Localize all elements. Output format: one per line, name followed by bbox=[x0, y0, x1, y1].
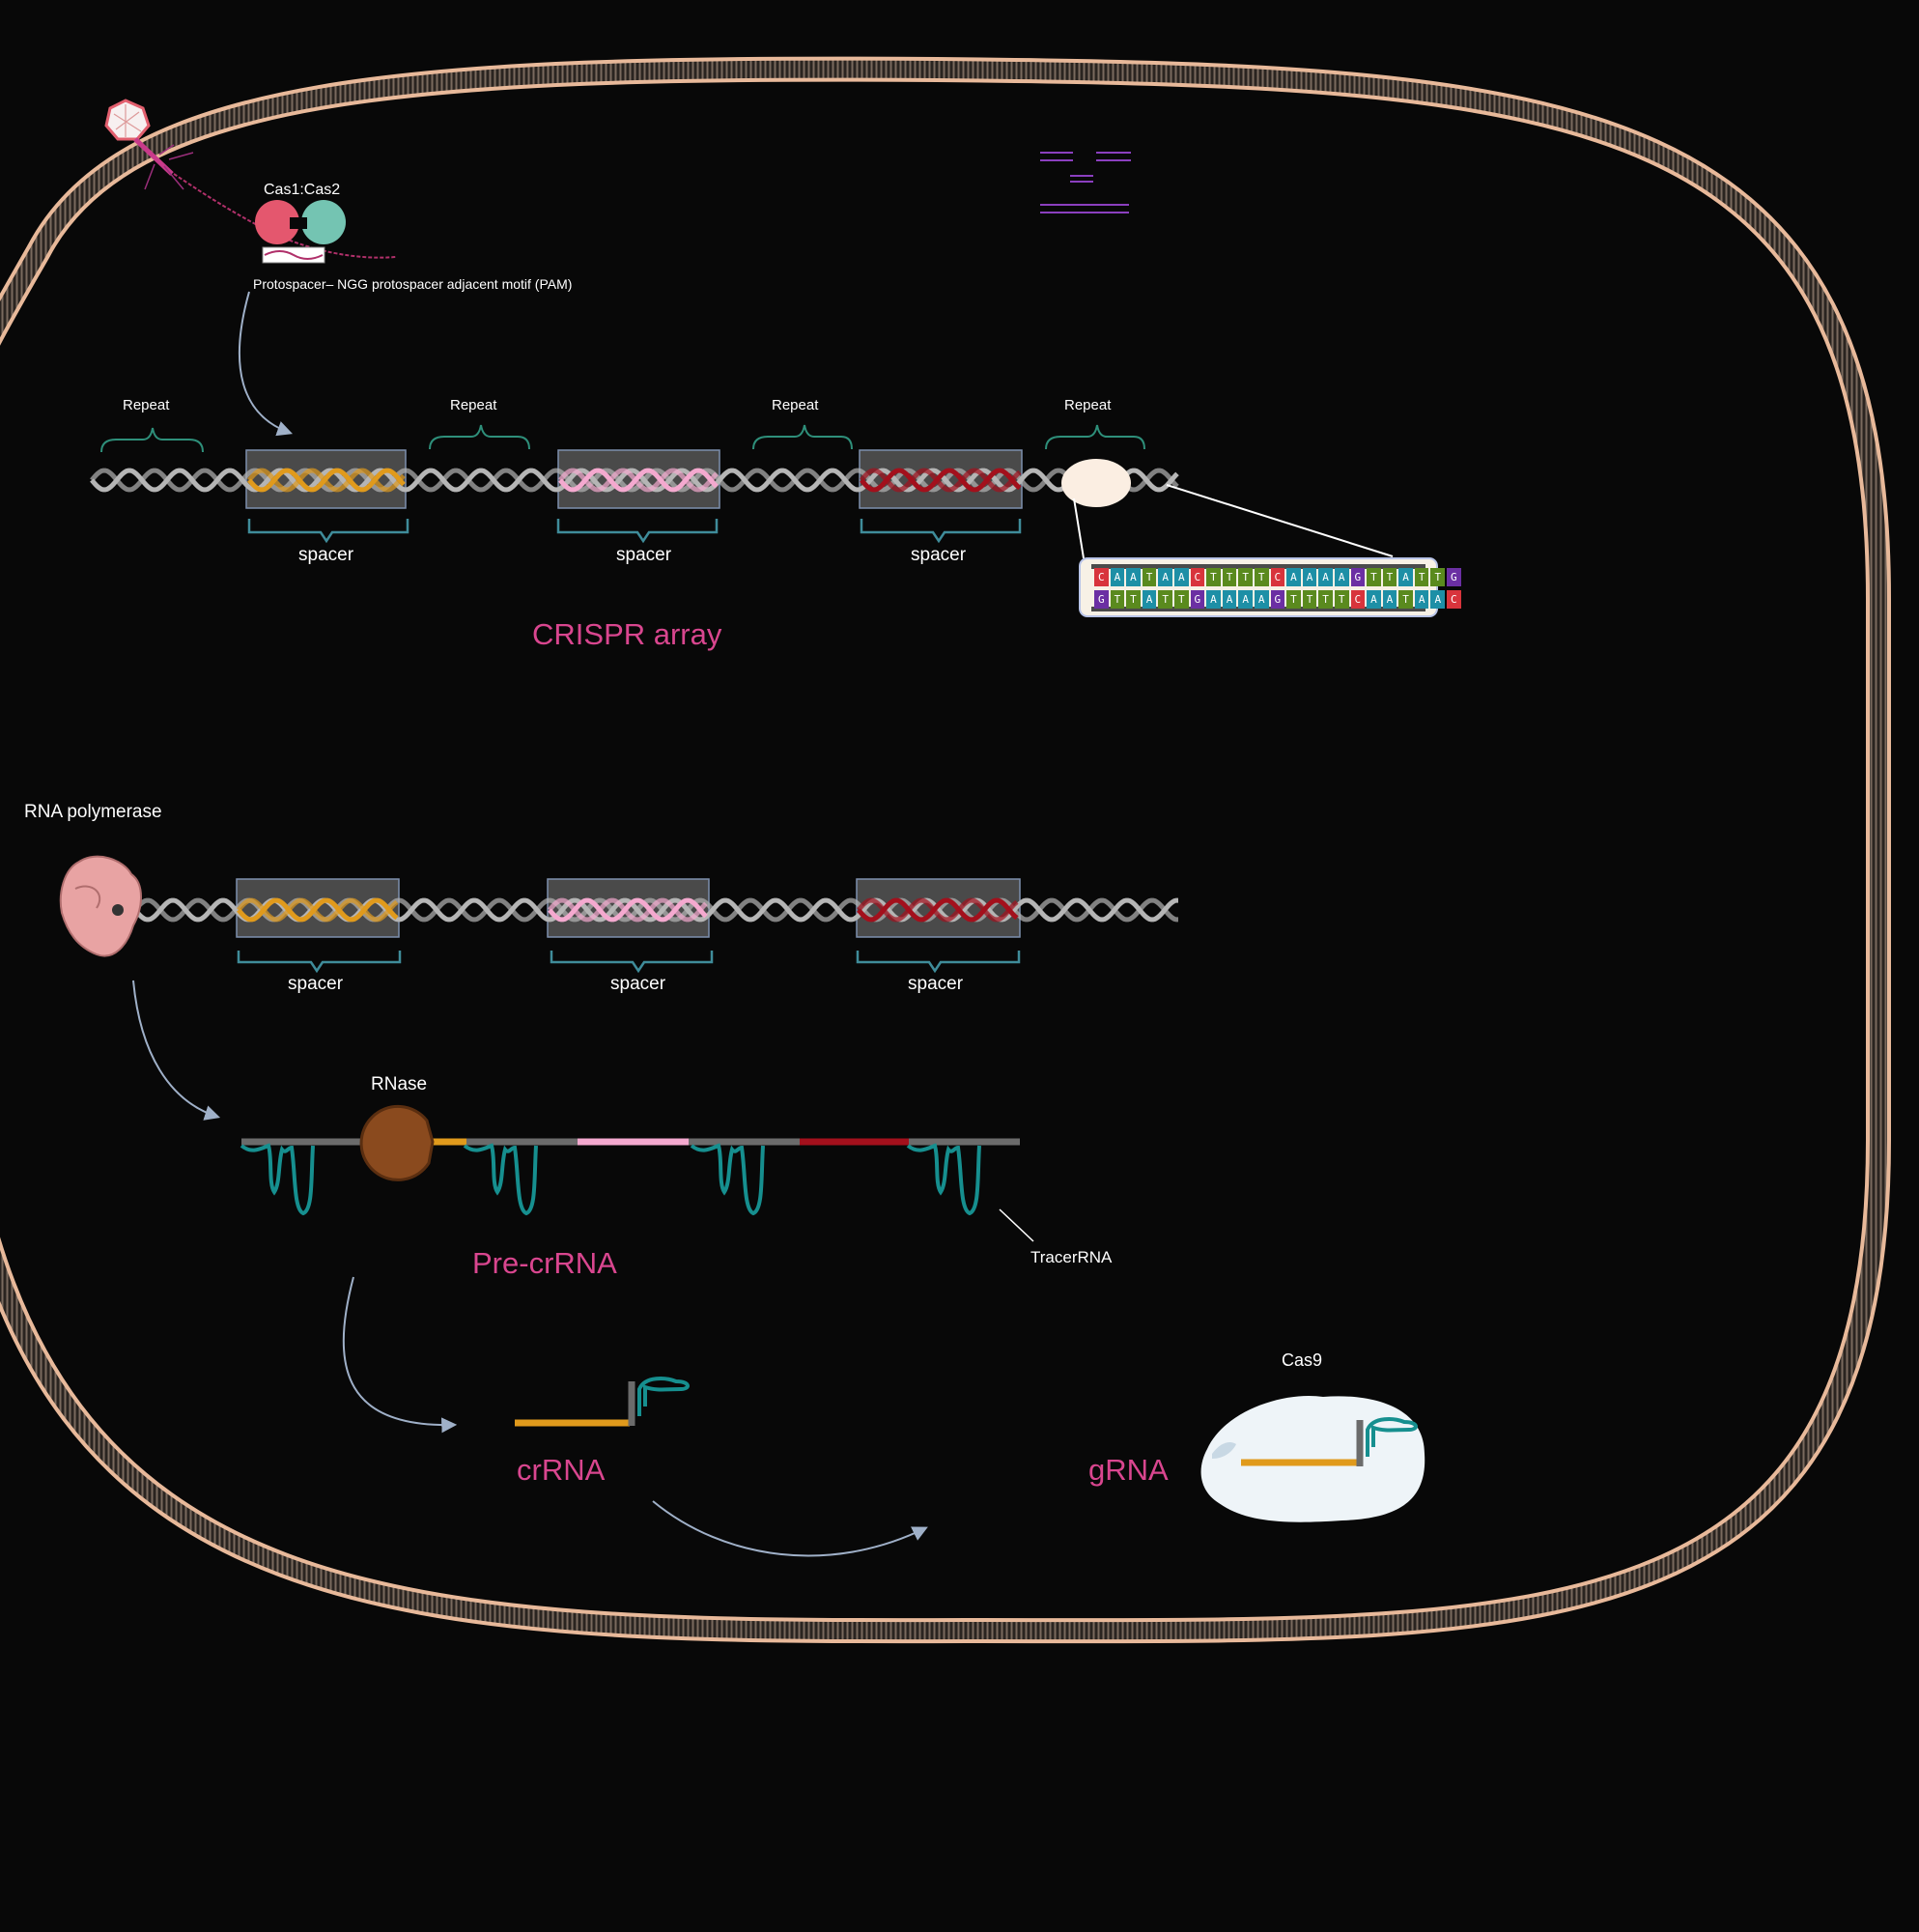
bottom-base: A bbox=[1430, 590, 1446, 609]
top-base: A bbox=[1318, 568, 1333, 586]
rnase-label: RNase bbox=[371, 1074, 428, 1094]
bottom-base: T bbox=[1318, 590, 1333, 609]
cas1-cas2-complex-icon bbox=[255, 200, 346, 264]
top-base: G bbox=[1350, 568, 1366, 586]
top-base: A bbox=[1173, 568, 1189, 586]
top-base: A bbox=[1126, 568, 1141, 586]
crrna-icon bbox=[515, 1377, 690, 1427]
top-base: A bbox=[1158, 568, 1172, 586]
bottom-base: T bbox=[1158, 590, 1172, 609]
bottom-base: T bbox=[1110, 590, 1125, 609]
bottom-base: A bbox=[1142, 590, 1157, 609]
spacer-label-5: spacer bbox=[610, 974, 666, 994]
dna-strand bbox=[247, 468, 406, 493]
top-base: C bbox=[1270, 568, 1285, 586]
top-base: C bbox=[1190, 568, 1205, 586]
top-base: A bbox=[1286, 568, 1301, 586]
crispr-array-dna bbox=[90, 449, 1179, 509]
bottom-base: T bbox=[1286, 590, 1301, 609]
bottom-base: G bbox=[1094, 590, 1109, 609]
repeat-braces bbox=[100, 424, 1145, 453]
rnase-icon bbox=[359, 1104, 435, 1181]
top-base: T bbox=[1430, 568, 1446, 586]
protospacer-label: Protospacer– NGG protospacer adjacent mo… bbox=[253, 276, 573, 292]
crispr-array-title: CRISPR array bbox=[532, 617, 722, 651]
dna-strand bbox=[857, 897, 1019, 923]
rna-polymerase-icon bbox=[59, 855, 142, 957]
dna-strand bbox=[860, 468, 1022, 493]
bottom-base: T bbox=[1126, 590, 1141, 609]
dna-strand bbox=[548, 897, 708, 923]
repeat-label-3: Repeat bbox=[772, 397, 819, 413]
cas9-label: Cas9 bbox=[1282, 1350, 1323, 1370]
top-base: T bbox=[1222, 568, 1237, 586]
repeat-label-4: Repeat bbox=[1064, 397, 1112, 413]
cell-membrane bbox=[0, 56, 1891, 1644]
top-base: A bbox=[1302, 568, 1317, 586]
bottom-base: T bbox=[1398, 590, 1413, 609]
transcribed-dna bbox=[133, 878, 1178, 938]
tracrrna-loop bbox=[240, 1143, 315, 1216]
cas9-icon bbox=[1200, 1395, 1425, 1522]
bottom-base: A bbox=[1206, 590, 1221, 609]
bottom-base: T bbox=[1334, 590, 1349, 609]
dna-strand bbox=[558, 468, 719, 493]
top-base: T bbox=[1382, 568, 1397, 586]
top-base: A bbox=[1334, 568, 1349, 586]
bottom-base: A bbox=[1238, 590, 1253, 609]
spacer-brackets bbox=[237, 519, 1022, 974]
tracrrna-loop bbox=[906, 1143, 981, 1216]
repeat-label-2: Repeat bbox=[450, 397, 497, 413]
bottom-base: T bbox=[1173, 590, 1189, 609]
spacer-label-4: spacer bbox=[288, 974, 344, 994]
bottom-base: G bbox=[1270, 590, 1285, 609]
bottom-base: T bbox=[1302, 590, 1317, 609]
top-base: T bbox=[1367, 568, 1381, 586]
grna-title: gRNA bbox=[1088, 1453, 1169, 1487]
top-base: T bbox=[1238, 568, 1253, 586]
crrna-title: crRNA bbox=[517, 1453, 606, 1487]
dna-fragment-icon bbox=[1040, 152, 1131, 213]
top-base: T bbox=[1254, 568, 1269, 586]
cas1-cas2-label: Cas1:Cas2 bbox=[264, 182, 341, 198]
spacer-label-6: spacer bbox=[908, 974, 964, 994]
top-base: T bbox=[1142, 568, 1157, 586]
repeat-label-1: Repeat bbox=[123, 397, 170, 413]
bottom-base: A bbox=[1414, 590, 1429, 609]
bottom-base: A bbox=[1382, 590, 1397, 609]
bottom-base: C bbox=[1350, 590, 1366, 609]
process-arrows bbox=[132, 291, 928, 1557]
dna-strand bbox=[237, 897, 399, 923]
top-base: G bbox=[1447, 568, 1461, 586]
spacer-label-1: spacer bbox=[298, 545, 354, 565]
rna-polymerase-label: RNA polymerase bbox=[24, 802, 162, 822]
spacer-label-2: spacer bbox=[616, 545, 672, 565]
tracrrna-loops bbox=[240, 1143, 981, 1216]
spacer-label-3: spacer bbox=[911, 545, 967, 565]
tracrrna-label: TracerRNA bbox=[1030, 1248, 1113, 1266]
bottom-base: G bbox=[1190, 590, 1205, 609]
pre-crrna-title: Pre-crRNA bbox=[472, 1246, 617, 1280]
bottom-base: A bbox=[1367, 590, 1381, 609]
tracrrna-loop bbox=[690, 1143, 765, 1216]
dna-strand bbox=[90, 468, 1179, 493]
bottom-base: A bbox=[1222, 590, 1237, 609]
top-base: A bbox=[1110, 568, 1125, 586]
tracrrna-loop bbox=[463, 1143, 538, 1216]
top-base: T bbox=[1206, 568, 1221, 586]
bottom-base: C bbox=[1447, 590, 1461, 609]
bottom-base: A bbox=[1254, 590, 1269, 609]
top-base: C bbox=[1094, 568, 1109, 586]
top-base: T bbox=[1414, 568, 1429, 586]
tracrrna-pointer bbox=[999, 1208, 1034, 1242]
top-base: A bbox=[1398, 568, 1413, 586]
